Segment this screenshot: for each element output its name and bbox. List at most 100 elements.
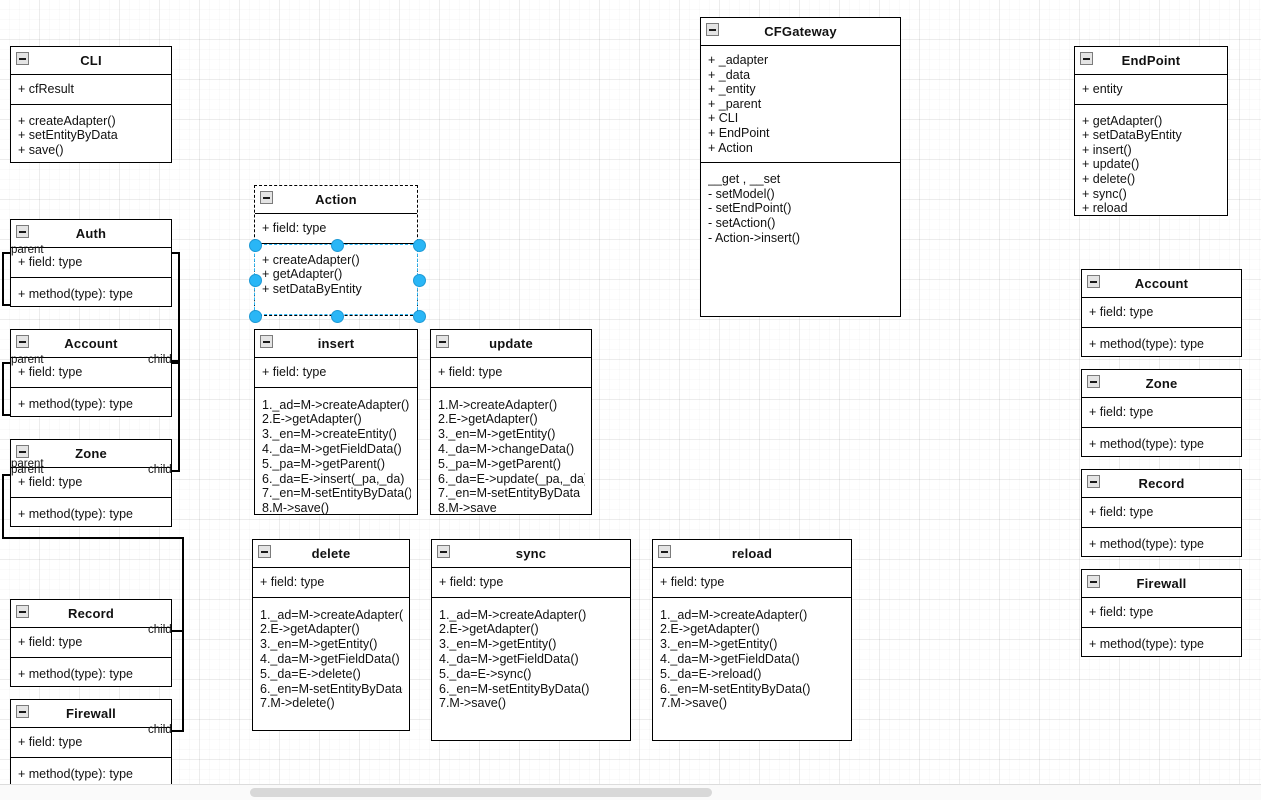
operations-compartment[interactable]: 1._ad=M->createAdapter()2.E->getAdapter(… (653, 598, 851, 719)
class-name: EndPoint (1121, 53, 1181, 68)
class-box-firewall-left[interactable]: Firewall+ field: type+ method(type): typ… (10, 699, 172, 787)
operations-compartment[interactable]: + method(type): type (1082, 328, 1241, 359)
attributes-compartment[interactable]: + field: type (1082, 598, 1241, 628)
class-box-firewall-right[interactable]: Firewall+ field: type+ method(type): typ… (1081, 569, 1242, 657)
resize-handle-6[interactable] (330, 309, 344, 323)
minus-box-icon[interactable] (16, 705, 29, 718)
class-box-cfgateway[interactable]: CFGateway+ _adapter+ _data+ _entity+ _pa… (700, 17, 901, 317)
attributes-compartment[interactable]: + field: type (653, 568, 851, 598)
operation-row: + setEntityByData (18, 128, 118, 143)
attribute-row: + field: type (18, 365, 83, 379)
operations-compartment[interactable]: 1._ad=M->createAdapter()2.E->getAdapter(… (253, 598, 409, 719)
minus-box-icon[interactable] (16, 225, 29, 238)
operations-compartment[interactable]: + method(type): type (11, 658, 171, 689)
attributes-compartment[interactable]: + field: type (11, 628, 171, 658)
resize-handle-1[interactable] (330, 238, 344, 252)
operation-row: 1._ad=M->createAdapter() (439, 607, 587, 622)
attributes-compartment[interactable]: + cfResult (11, 75, 171, 105)
operations-compartment[interactable]: + method(type): type (11, 498, 171, 529)
connector-account-auth (172, 360, 180, 362)
class-box-record-right[interactable]: Record+ field: type+ method(type): type (1081, 469, 1242, 557)
operation-row: 1._ad=M->createAdapter() (260, 607, 403, 622)
class-name: Action (315, 192, 357, 207)
attributes-compartment[interactable]: + _adapter+ _data+ _entity+ _parent+ CLI… (701, 46, 900, 164)
minus-box-icon[interactable] (16, 605, 29, 618)
attributes-compartment[interactable]: + field: type (1082, 298, 1241, 328)
operations-compartment[interactable]: __get , __set- setModel()- setEndPoint()… (701, 163, 900, 252)
attributes-compartment[interactable]: + field: type (255, 358, 417, 388)
operations-compartment[interactable]: + method(type): type (1082, 628, 1241, 659)
operations-compartment[interactable]: + method(type): type (11, 278, 171, 309)
operations-compartment[interactable]: + method(type): type (11, 758, 171, 789)
attributes-compartment[interactable]: + field: type (1082, 398, 1241, 428)
operation-row: 8.M->save() (262, 501, 330, 516)
minus-box-icon[interactable] (1087, 575, 1100, 588)
minus-box-icon[interactable] (658, 545, 671, 558)
class-box-record-left[interactable]: Record+ field: type+ method(type): type (10, 599, 172, 687)
horizontal-scrollbar-thumb[interactable] (250, 788, 712, 797)
attributes-compartment[interactable]: + field: type (253, 568, 409, 598)
attributes-compartment[interactable]: + entity (1075, 75, 1227, 105)
class-box-zone-right[interactable]: Zone+ field: type+ method(type): type (1081, 369, 1242, 457)
class-box-zone-left[interactable]: Zone+ field: type+ method(type): type (10, 439, 172, 527)
minus-box-icon[interactable] (258, 545, 271, 558)
operation-row: + reload (1082, 201, 1128, 216)
operation-row: 2.E->getAdapter() (438, 412, 538, 427)
minus-box-icon[interactable] (1087, 375, 1100, 388)
minus-box-icon[interactable] (437, 545, 450, 558)
minus-box-icon[interactable] (260, 191, 273, 204)
class-box-auth[interactable]: Auth+ field: type+ method(type): type (10, 219, 172, 307)
attributes-compartment[interactable]: + field: type (1082, 498, 1241, 528)
attributes-compartment[interactable]: + field: type (11, 468, 171, 498)
connector-zone-account (2, 414, 12, 416)
operations-compartment[interactable]: + method(type): type (1082, 428, 1241, 459)
minus-box-icon[interactable] (436, 335, 449, 348)
class-box-account-left[interactable]: Account+ field: type+ method(type): type (10, 329, 172, 417)
class-box-account-right[interactable]: Account+ field: type+ method(type): type (1081, 269, 1242, 357)
minus-box-icon[interactable] (706, 23, 719, 36)
operations-compartment[interactable]: + method(type): type (1082, 528, 1241, 559)
resize-handle-7[interactable] (412, 309, 426, 323)
operation-row: + getAdapter() (1082, 113, 1163, 128)
operation-row: 3._en=M->getEntity() (660, 637, 778, 652)
operation-row: 6._en=M-setEntityByData() (660, 681, 811, 696)
attributes-compartment[interactable]: + field: type (11, 358, 171, 388)
operations-compartment[interactable]: 1.M->createAdapter()2.E->getAdapter()3._… (431, 388, 591, 523)
connector-account-auth (2, 252, 4, 304)
minus-box-icon[interactable] (1080, 52, 1093, 65)
attribute-row: + cfResult (18, 82, 74, 96)
resize-handle-2[interactable] (412, 238, 426, 252)
operation-row: + createAdapter() (18, 113, 116, 128)
operations-compartment[interactable]: 1._ad=M->createAdapter()2.E->getAdapter(… (432, 598, 630, 719)
class-titlebar: CFGateway (701, 18, 900, 46)
minus-box-icon[interactable] (16, 52, 29, 65)
horizontal-scrollbar[interactable] (0, 784, 1261, 800)
resize-handle-5[interactable] (248, 309, 262, 323)
operations-compartment[interactable]: + method(type): type (11, 388, 171, 419)
attributes-compartment[interactable]: + field: type (11, 248, 171, 278)
attributes-compartment[interactable]: + field: type (432, 568, 630, 598)
attribute-row: + _parent (708, 96, 762, 111)
resize-handle-4[interactable] (412, 274, 426, 287)
minus-box-icon[interactable] (1087, 275, 1100, 288)
minus-box-icon[interactable] (16, 335, 29, 348)
class-box-endpoint[interactable]: EndPoint+ entity+ getAdapter()+ setDataB… (1074, 46, 1228, 216)
class-box-cli[interactable]: CLI+ cfResult+ createAdapter()+ setEntit… (10, 46, 172, 163)
minus-box-icon[interactable] (1087, 475, 1100, 488)
operations-compartment[interactable]: + createAdapter()+ setEntityByData+ save… (11, 105, 171, 165)
resize-handle-3[interactable] (248, 274, 262, 287)
minus-box-icon[interactable] (16, 445, 29, 458)
operations-compartment[interactable]: 1._ad=M->createAdapter()2.E->getAdapter(… (255, 388, 417, 523)
operations-compartment[interactable]: + createAdapter()+ getAdapter()+ setData… (255, 244, 417, 304)
operations-compartment[interactable]: + getAdapter()+ setDataByEntity+ insert(… (1075, 105, 1227, 223)
attributes-compartment[interactable]: + field: type (11, 728, 171, 758)
attributes-compartment[interactable]: + field: type (431, 358, 591, 388)
resize-handle-0[interactable] (248, 238, 262, 252)
minus-box-icon[interactable] (260, 335, 273, 348)
